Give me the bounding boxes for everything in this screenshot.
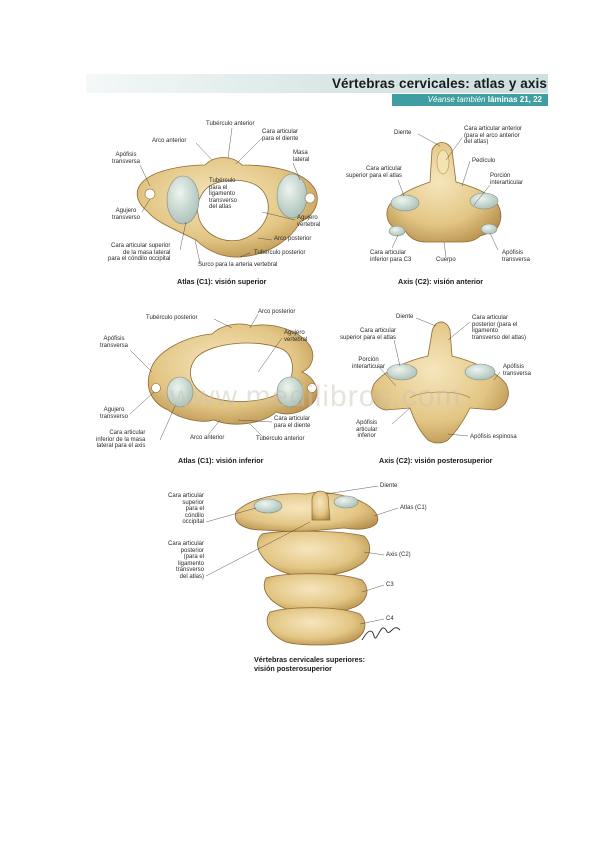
lbl-atlas-sup-arco-anterior: Arco anterior: [152, 138, 187, 144]
lbl-atlas-sup-agujero-transverso: Agujero transverso: [112, 208, 141, 221]
atlas-inferior-left-transverse-foramen: [151, 383, 161, 393]
axis-posterosuperior-lamina: [409, 391, 471, 399]
lbl-axis-post-cara-articular-posterior: Cara articular posterior (para el ligame…: [472, 315, 527, 341]
lbl-atlas-sup-masa-lateral: Masa lateral: [293, 150, 310, 163]
axis-anterior-right-facet: [469, 192, 499, 210]
atlas-inferior-right-facet: [276, 376, 304, 408]
atlas-superior-left-facet: [166, 175, 200, 225]
lbl-axis-post-diente: Diente: [396, 314, 414, 320]
caption-atlas-inferior: Atlas (C1): visión inferior: [178, 456, 264, 465]
atlas-inferior-leaders: [129, 313, 283, 441]
axis-anterior-body: [386, 142, 502, 243]
lbl-atlas-sup-agujero-vertebral: Agujero vertebral: [297, 215, 321, 228]
axis-anterior-leaders: [391, 133, 499, 258]
lbl-column-c3: C3: [386, 582, 394, 588]
lbl-axis-ant-cara-articular-anterior: Cara articular anterior (para el arco an…: [464, 126, 523, 146]
lbl-atlas-inf-tuberculo-anterior: Tubérculo anterior: [256, 436, 305, 442]
lbl-axis-post-porcion-interarticular: Porción interarticular: [352, 357, 386, 370]
atlas-superior-right-facet: [276, 173, 308, 219]
lbl-axis-ant-apofisis-transversa: Apófisis transversa: [502, 250, 531, 263]
atlas-superior-leaders: [139, 127, 301, 264]
lbl-atlas-sup-tuberculo-anterior: Tubérculo anterior: [206, 121, 255, 127]
lbl-atlas-sup-tuberculo-posterior: Tubérculo posterior: [254, 250, 306, 256]
lbl-axis-post-apofisis-espinosa: Apófisis espinosa: [470, 434, 517, 440]
caption-cervicales-superiores: Vértebras cervicales superiores: visión …: [254, 655, 366, 673]
caption-atlas-superior: Atlas (C1): visión superior: [177, 277, 267, 286]
cervical-column-illustration: [234, 490, 379, 646]
lbl-column-diente: Diente: [380, 483, 398, 489]
column-leaders: [205, 485, 399, 625]
column-axis: [257, 530, 371, 577]
lbl-atlas-inf-agujero-vertebral: Agujero vertebral: [284, 330, 308, 343]
see-also-prefix: Véanse también: [427, 95, 486, 104]
lbl-atlas-inf-cara-articular-diente: Cara articular para el diente: [274, 416, 311, 429]
atlas-superior-left-transverse-foramen: [144, 188, 156, 200]
lbl-axis-post-apofisis-articular-inferior: Apófisis articular inferior: [356, 420, 378, 440]
axis-posterosuperior-left-facet: [386, 363, 418, 381]
lbl-atlas-sup-tuberculo-ligamento: Tubérculo para el ligamento transverso d…: [209, 178, 238, 211]
column-left-condyle-facet: [253, 498, 283, 514]
lbl-axis-ant-cara-articular-superior: Cara articular superior para el atlas: [346, 166, 403, 179]
lbl-axis-ant-pediculo: Pedículo: [472, 158, 496, 164]
lbl-atlas-inf-apofisis-transversa: Apófisis transversa: [100, 336, 129, 349]
atlas-inferior-illustration: [147, 323, 318, 425]
lbl-atlas-sup-cara-articular-superior: Cara articular superior de la masa later…: [108, 243, 171, 263]
title-band: [86, 74, 548, 93]
see-also-banner: Véanse también láminas 21, 22: [392, 94, 548, 106]
atlas-superior-right-transverse-foramen: [304, 192, 316, 204]
axis-anterior-dens-facet: [436, 149, 450, 175]
atlas-inferior-left-facet: [166, 376, 194, 408]
column-right-condyle-facet: [333, 495, 359, 509]
lbl-column-axis: Axis (C2): [386, 552, 411, 558]
axis-anterior-right-inferior-facet: [480, 223, 498, 235]
netter-signature: [361, 627, 401, 641]
lbl-atlas-inf-agujero-transverso: Agujero transverso: [100, 407, 129, 420]
lbl-axis-ant-cuerpo: Cuerpo: [436, 257, 456, 263]
column-c4: [266, 607, 366, 646]
axis-anterior-left-facet: [390, 194, 420, 212]
lbl-atlas-sup-arco-posterior: Arco posterior: [274, 236, 312, 242]
atlas-superior-illustration: [136, 157, 318, 258]
axis-anterior-left-inferior-facet: [388, 225, 406, 237]
lbl-axis-post-cara-articular-superior: Cara articular superior para el atlas: [340, 328, 397, 341]
lbl-atlas-inf-arco-posterior: Arco posterior: [258, 309, 296, 315]
caption-axis-posterosuperior: Axis (C2): visión posterosuperior: [379, 456, 493, 465]
lbl-column-cara-articular-posterior: Cara articular posterior (para el ligame…: [167, 541, 204, 580]
lbl-atlas-sup-cara-articular-diente: Cara articular para el diente: [262, 129, 299, 142]
lbl-axis-post-apofisis-transversa: Apófisis transversa: [503, 364, 532, 377]
lbl-atlas-inf-cara-articular-inferior: Cara articular inferior de la masa later…: [96, 430, 146, 450]
atlas-inferior-right-transverse-foramen: [307, 383, 317, 393]
lbl-atlas-inf-tuberculo-posterior: Tubérculo posterior: [146, 315, 198, 321]
axis-posterosuperior-right-facet: [464, 363, 496, 381]
caption-axis-anterior: Axis (C2): visión anterior: [398, 277, 484, 286]
column-atlas: [234, 492, 379, 533]
axis-posterosuperior-body: [371, 321, 509, 444]
page-title: Vértebras cervicales: atlas y axis: [331, 76, 547, 91]
axis-posterosuperior-illustration: [371, 321, 509, 444]
lbl-atlas-sup-surco-arteria: Surco para la arteria vertebral: [198, 262, 278, 268]
axis-posterosuperior-leaders: [377, 317, 501, 437]
lbl-atlas-inf-arco-anterior: Arco anterior: [190, 435, 225, 441]
column-dens: [311, 490, 331, 521]
lbl-axis-ant-cara-articular-inferior: Cara articular inferior para C3: [370, 250, 412, 263]
column-c3: [263, 573, 368, 613]
lbl-axis-ant-diente: Diente: [394, 130, 412, 136]
lbl-column-c4: C4: [386, 616, 394, 622]
lbl-column-cara-articular-condilo: Cara articular superior para el cóndilo …: [167, 493, 204, 526]
axis-anterior-illustration: [386, 142, 502, 243]
see-also-ref: láminas 21, 22: [487, 95, 542, 104]
watermark: www.medilibros.com: [170, 380, 462, 413]
lbl-axis-ant-porcion-interarticular: Porción interarticular: [490, 173, 524, 186]
lbl-atlas-sup-apofisis-transversa: Apófisis transversa: [112, 152, 141, 165]
lbl-column-atlas: Atlas (C1): [400, 505, 427, 511]
